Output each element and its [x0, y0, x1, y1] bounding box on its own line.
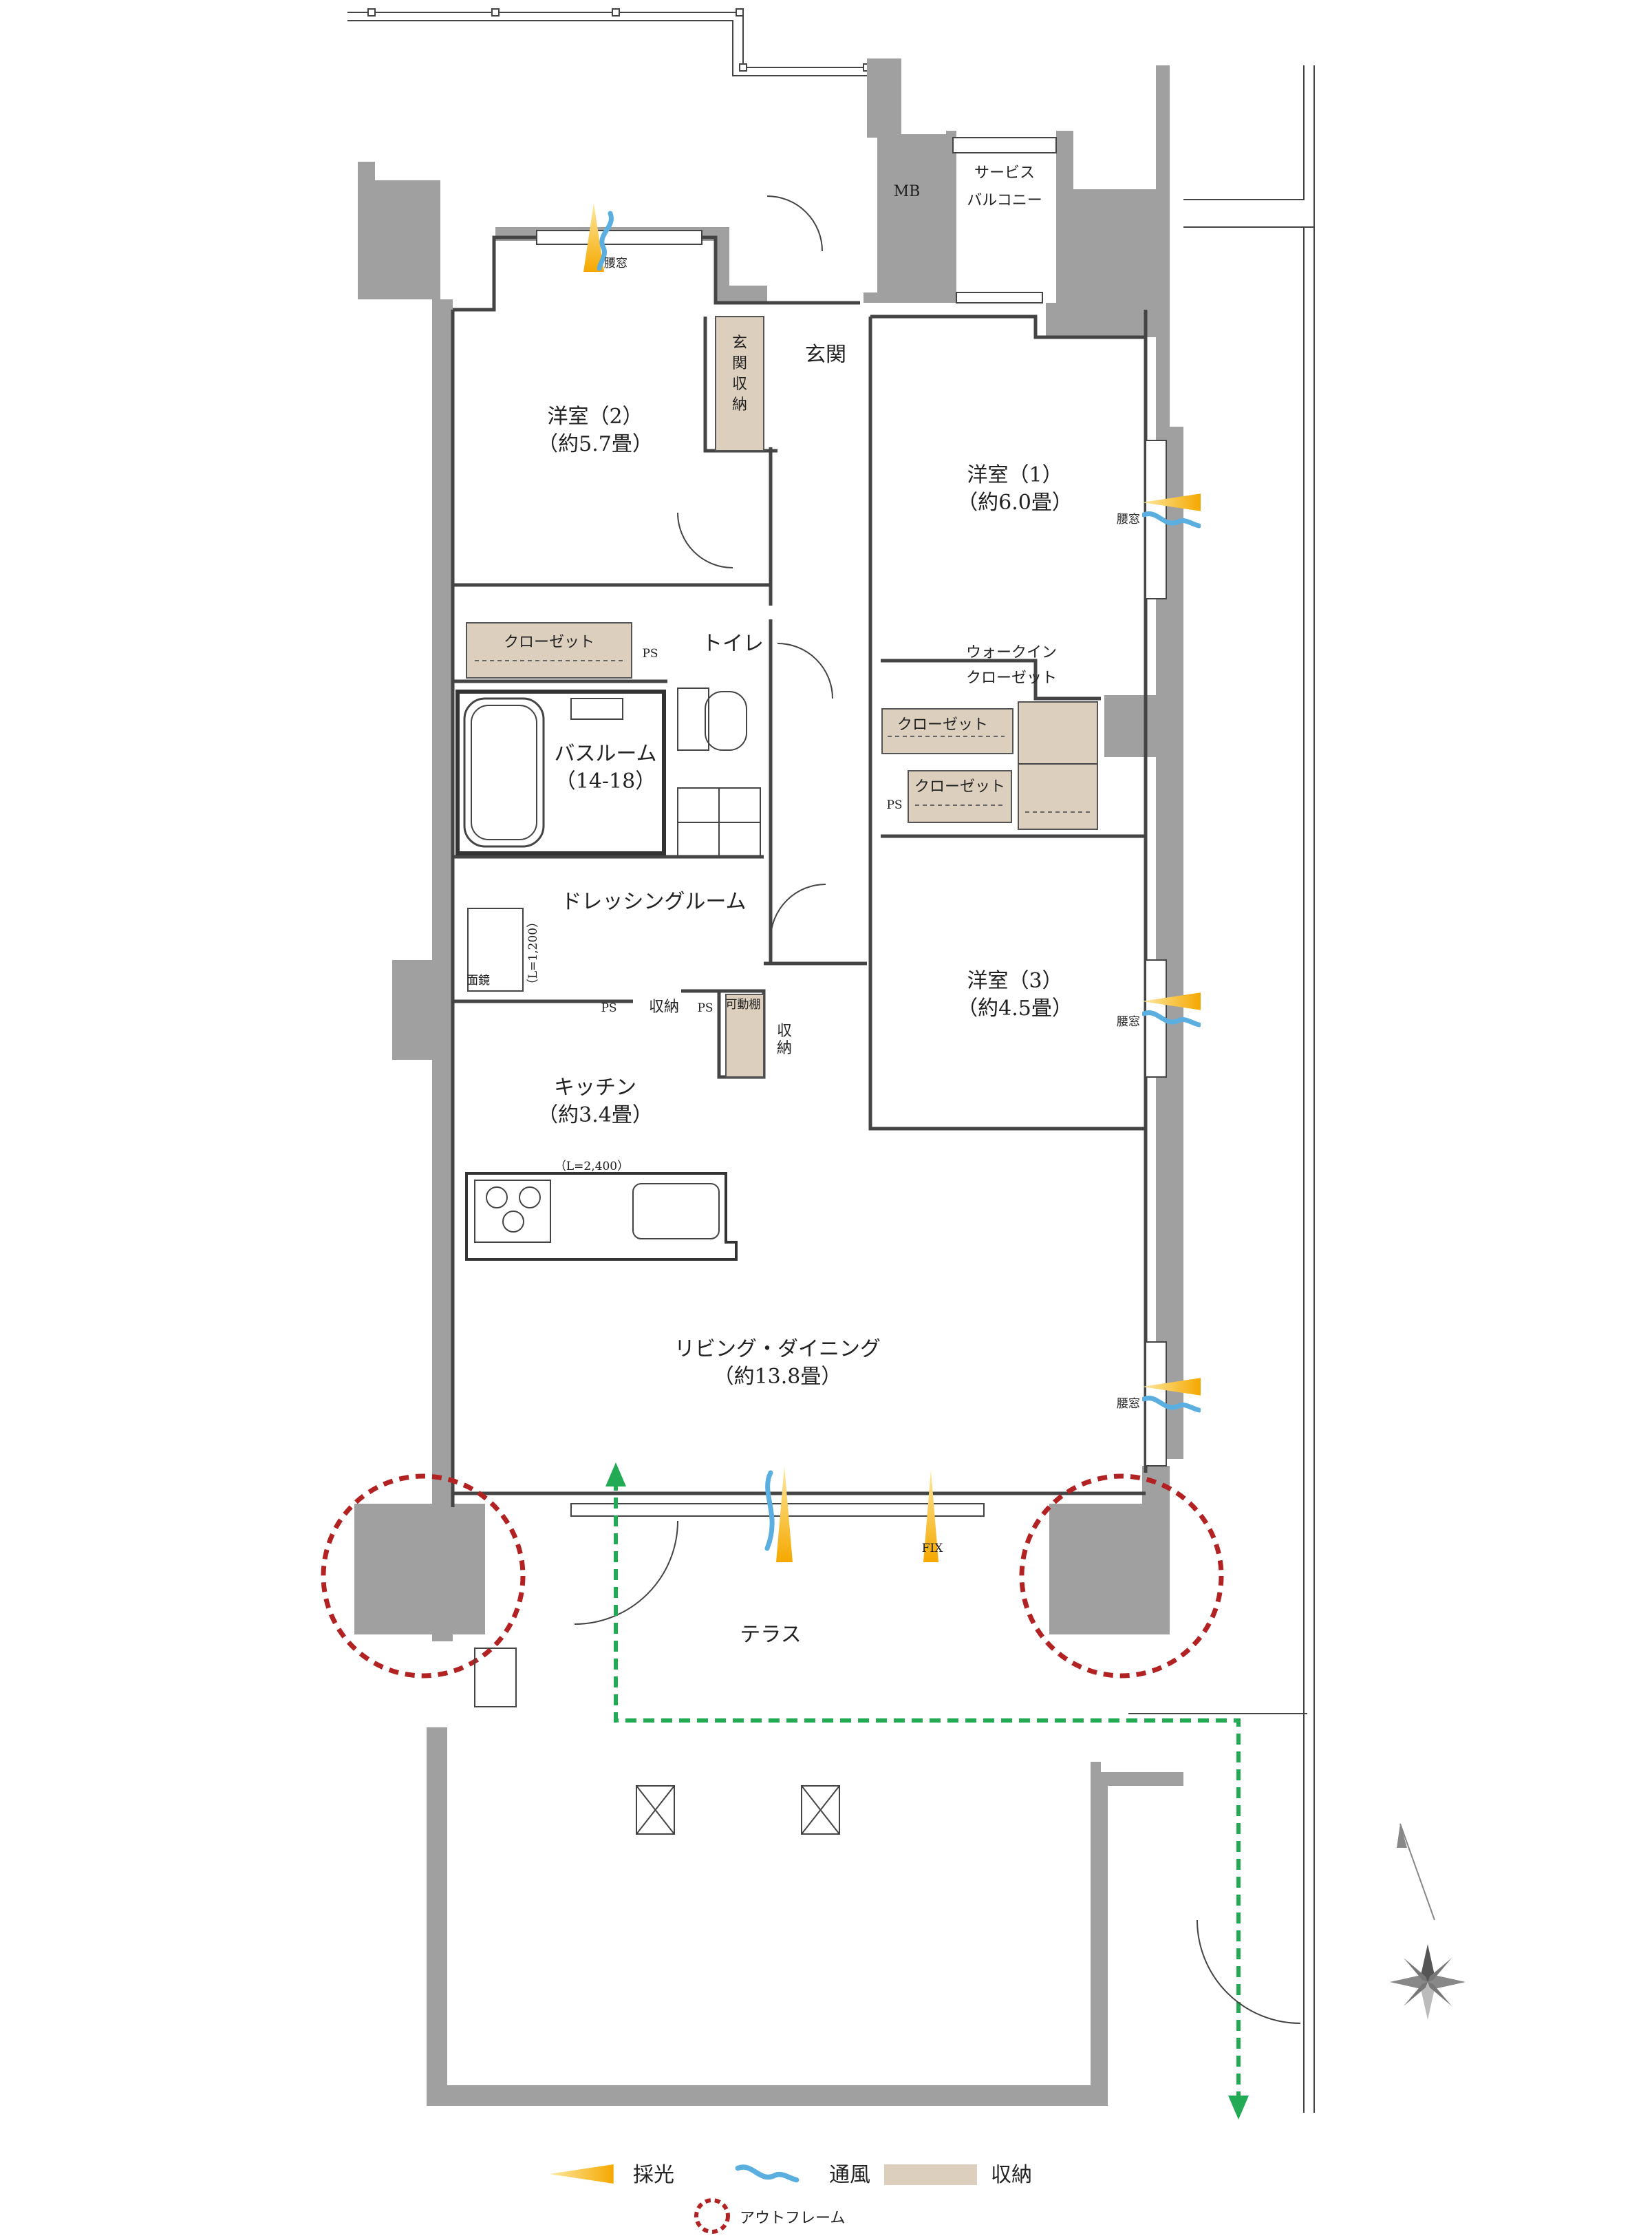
terrace-fixtures	[474, 1648, 1301, 2024]
kitchen-size: （約3.4畳）	[537, 1103, 653, 1127]
koshimado-top-label: 腰窓	[604, 257, 627, 270]
entrance-storage-label-4: 納	[732, 396, 747, 414]
legend-outframe-label: アウトフレーム	[740, 2210, 845, 2227]
room-labels: 洋室（2） （約5.7畳） 洋室（1） （約6.0畳） 洋室（3） （約4.5畳…	[537, 164, 1073, 1647]
outframe-circle-right	[1019, 1473, 1224, 1678]
fix-window-label: FIX	[922, 1542, 944, 1555]
compass-icon	[1390, 1823, 1466, 2020]
service-balcony-label-2: バルコニー	[967, 192, 1042, 209]
shuno-vertical-2: 納	[777, 1040, 792, 1057]
closet-a-label: クローゼット	[897, 716, 988, 734]
ps-label-4: PS	[697, 1001, 713, 1015]
legend-storage-label: 収納	[991, 2163, 1032, 2187]
western-room-1-name: 洋室（1）	[967, 463, 1062, 487]
storage-swatch-icon	[884, 2164, 977, 2185]
mb-label: MB	[894, 183, 921, 200]
kitchen-length-label: （L=2,400）	[555, 1160, 629, 1173]
kitchen-counter	[465, 1172, 738, 1261]
light-icon	[549, 2164, 614, 2184]
koshimado-room1-label: 腰窓	[1117, 513, 1140, 526]
bathroom-size: （14-18）	[555, 769, 656, 793]
dressing-room-label: ドレッシングルーム	[561, 890, 746, 914]
entrance-storage-label-3: 収	[732, 376, 747, 393]
mirror-label: 面鏡	[466, 974, 490, 988]
living-dining-size: （約13.8畳）	[714, 1365, 842, 1389]
terrace-label: テラス	[740, 1623, 801, 1647]
entrance-label: 玄関	[805, 343, 846, 367]
koshimado-ld-label: 腰窓	[1117, 1397, 1140, 1411]
outframe-circle-icon	[694, 2198, 730, 2234]
ventilation-indicators	[583, 203, 1201, 1562]
openings	[536, 137, 1167, 1625]
legend-storage: 収納	[884, 2163, 1032, 2187]
kitchen-name: キッチン	[554, 1076, 636, 1100]
shuno-label: 収納	[649, 999, 679, 1016]
site-boundary-right	[1128, 65, 1315, 2113]
shuno-vertical-1: 収	[777, 1023, 792, 1040]
walkin-closet-label-2: クローゼット	[966, 670, 1057, 687]
closet-w2-label: クローゼット	[504, 634, 594, 651]
legend-light-label: 採光	[633, 2163, 674, 2187]
legend: 採光 通風 収納 アウトフレーム	[549, 2163, 1032, 2234]
legend-wind: 通風	[738, 2163, 870, 2187]
toilet-label: トイレ	[702, 632, 764, 656]
evacuation-route	[605, 1462, 1249, 2120]
legend-wind-label: 通風	[829, 2163, 870, 2187]
western-room-3-size: （約4.5畳）	[957, 997, 1073, 1021]
service-balcony-label-1: サービス	[974, 164, 1035, 182]
western-room-1-size: （約6.0畳）	[957, 491, 1073, 515]
ps-label-2: PS	[886, 798, 902, 812]
living-dining-name: リビング・ダイニング	[674, 1337, 881, 1361]
vanity-length-label: （L=1,200）	[526, 916, 540, 990]
walkin-closet-label-1: ウォークイン	[966, 644, 1057, 661]
legend-outframe: アウトフレーム	[694, 2198, 845, 2234]
movable-shelf-label: 可動棚	[726, 998, 761, 1012]
entrance-storage-label-1: 玄	[732, 334, 747, 352]
storage-areas	[466, 316, 1098, 1078]
western-room-2-name: 洋室（2）	[547, 405, 643, 429]
bathroom-fixtures	[455, 688, 761, 992]
ps-label-1: PS	[642, 647, 658, 661]
exterior-walls	[354, 58, 1183, 2106]
outframe-circle-left	[321, 1473, 526, 1678]
bathroom-name: バスルーム	[554, 742, 656, 766]
western-room-3-name: 洋室（3）	[967, 969, 1062, 993]
site-boundary-top	[347, 8, 878, 76]
closet-b-label: クローゼット	[914, 778, 1005, 796]
outframe-markers	[321, 1473, 1224, 1678]
koshimado-room3-label: 腰窓	[1117, 1015, 1140, 1029]
fixture-labels: クローゼット クローゼット クローゼット PS PS PS PS 収納 可動棚 …	[466, 257, 1140, 1555]
western-room-2-size: （約5.7畳）	[537, 432, 653, 456]
wind-icon	[738, 2167, 796, 2180]
entrance-storage-label-2: 関	[732, 355, 747, 372]
legend-light: 採光	[549, 2163, 674, 2187]
interior-walls	[451, 235, 1148, 1507]
ps-label-3: PS	[601, 1001, 616, 1015]
